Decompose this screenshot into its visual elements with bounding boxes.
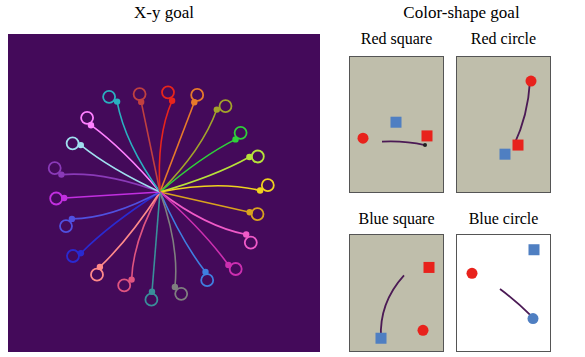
circle-object [526, 76, 537, 87]
circle-object [418, 325, 429, 336]
trajectory [61, 174, 160, 192]
goal-circle [191, 89, 203, 101]
square-object [513, 140, 524, 151]
trajectory [141, 102, 160, 192]
goal-panel: Blue square [349, 208, 444, 354]
trajectory [160, 192, 206, 272]
plot-area [456, 234, 551, 352]
square-object [422, 130, 433, 141]
trajectory [160, 139, 236, 192]
trajectory [132, 192, 160, 280]
goal-panel: Red square [349, 28, 444, 194]
circle-object [358, 133, 369, 144]
goal-circle [60, 220, 72, 232]
goal-circle [262, 179, 274, 191]
panel-title: X-y goal [134, 3, 194, 23]
goal-circle [235, 127, 247, 139]
plot-area [8, 34, 320, 352]
plot-background [8, 34, 320, 352]
trajectory [81, 145, 160, 192]
trajectory [160, 192, 246, 235]
goal-panel: Red circle [456, 28, 551, 194]
goal-circle [134, 88, 146, 100]
trajectory [382, 141, 425, 145]
trajectory [117, 102, 160, 192]
trajectory-plot [349, 234, 444, 352]
goal-circle [49, 162, 61, 174]
goal-panel: Blue circle [456, 208, 551, 354]
trajectory [381, 275, 404, 338]
trajectory [500, 289, 532, 317]
square-object [424, 262, 435, 273]
trajectory [64, 192, 160, 198]
square-object [391, 117, 402, 128]
panel-background [457, 57, 551, 193]
trajectory [160, 192, 176, 287]
end-dot [423, 143, 427, 147]
trajectory [514, 81, 530, 145]
trajectory-plot [456, 56, 551, 193]
panel-group: Color-shape goalRed square Red circleBlue… [338, 0, 585, 357]
panel-background [350, 235, 444, 352]
goal-circle [103, 91, 115, 103]
goal-circle [81, 112, 93, 124]
panel-title: Blue circle [469, 210, 539, 228]
goal-circle [50, 193, 62, 205]
panel-title: Color-shape goal [403, 3, 519, 23]
square-object [376, 333, 387, 344]
trajectory [160, 186, 260, 192]
trajectory [81, 192, 160, 253]
plot-area [349, 234, 444, 352]
trajectory-plot [349, 56, 444, 193]
panel-background [457, 235, 551, 352]
square-object [529, 244, 540, 255]
trajectory-plot [8, 34, 320, 352]
goal-circle [220, 100, 232, 112]
goal-circle [230, 263, 242, 275]
trajectory [91, 125, 160, 192]
goal-panel: X-y goal [8, 0, 320, 354]
goal-circle [67, 250, 79, 262]
circle-object [467, 268, 478, 279]
goal-circle [162, 86, 174, 98]
panel-title: Red square [361, 30, 433, 48]
goal-circle [252, 151, 264, 163]
square-object [500, 149, 511, 160]
trajectory-plot [456, 234, 551, 352]
goal-circle [252, 208, 264, 220]
trajectory [152, 192, 160, 292]
panel-background [350, 57, 444, 193]
goal-circle [245, 237, 257, 249]
goal-circle [91, 269, 103, 281]
goal-circle [67, 137, 79, 149]
goal-circle [201, 274, 213, 286]
goal-circle [175, 288, 187, 300]
panel-title: Blue square [359, 210, 435, 228]
circle-object [528, 313, 539, 324]
panel-title: Red circle [471, 30, 536, 48]
plot-area [456, 56, 551, 193]
goal-circle [145, 294, 157, 306]
plot-area [349, 56, 444, 193]
trajectory [100, 192, 160, 267]
trajectory [160, 110, 217, 192]
goal-circle [118, 279, 130, 291]
